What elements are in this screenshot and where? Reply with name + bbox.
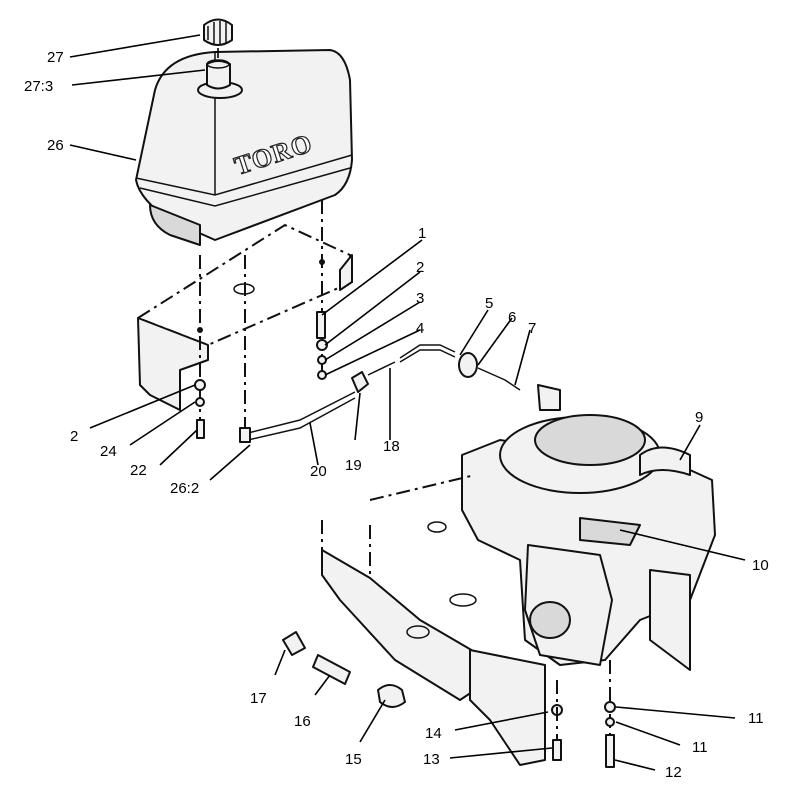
fuel-cap [203, 18, 233, 58]
callout-11-bottom: 11 [692, 739, 708, 756]
callout-26: 26 [47, 137, 64, 154]
callout-27: 27 [47, 49, 64, 66]
callout-3: 3 [416, 290, 424, 307]
callout-2-right: 2 [416, 259, 424, 276]
callout-22: 22 [130, 462, 147, 479]
engine-mount-plate [321, 474, 691, 766]
callout-13: 13 [423, 751, 440, 768]
callout-16: 16 [294, 713, 311, 730]
callout-6: 6 [508, 309, 516, 326]
fuel-line-assembly [239, 344, 521, 443]
callout-10: 10 [752, 557, 769, 574]
callout-24: 24 [100, 443, 117, 460]
engine-mount-hardware [551, 660, 616, 768]
callout-27-3: 27:3 [24, 78, 53, 95]
callout-20: 20 [310, 463, 327, 480]
callout-2-left: 2 [70, 428, 78, 445]
callout-4: 4 [416, 320, 424, 337]
callout-labels: 27 27:3 26 1 2 3 4 5 6 7 9 2 24 22 26:2 … [24, 49, 769, 781]
tank-bracket [137, 223, 354, 411]
callout-5: 5 [485, 295, 493, 312]
callout-11-top: 11 [748, 710, 764, 727]
tank-left-hardware [194, 379, 206, 439]
callout-7: 7 [528, 320, 536, 337]
callout-15: 15 [345, 751, 362, 768]
callout-19: 19 [345, 457, 362, 474]
fuel-cap-filter [206, 59, 231, 90]
leader-lines [69, 34, 746, 771]
fuel-tank: TORO [135, 49, 353, 246]
callout-26-2: 26:2 [170, 480, 199, 497]
callout-12: 12 [665, 764, 682, 781]
callout-17: 17 [250, 690, 267, 707]
callout-18: 18 [383, 438, 400, 455]
tank-right-hardware [316, 311, 328, 380]
callout-14: 14 [425, 725, 442, 742]
callout-9: 9 [695, 409, 703, 426]
callout-1: 1 [418, 225, 426, 242]
